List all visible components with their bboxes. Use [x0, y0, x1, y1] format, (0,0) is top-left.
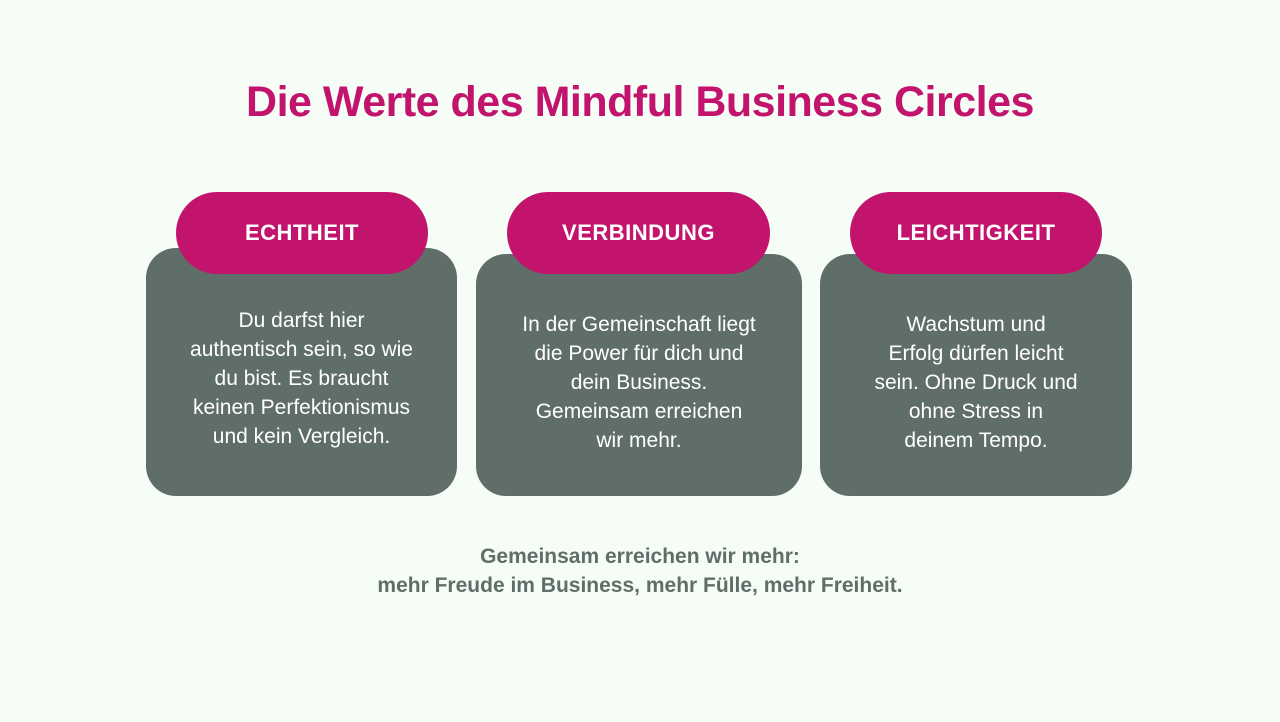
value-label-verbindung: VERBINDUNG: [507, 192, 770, 274]
page-title: Die Werte des Mindful Business Circles: [246, 78, 1034, 126]
value-description: Wachstum und Erfolg dürfen leicht sein. …: [874, 313, 1078, 452]
footer-tagline: Gemeinsam erreichen wir mehr: mehr Freud…: [0, 542, 1280, 600]
value-card-verbindung: In der Gemeinschaft liegt die Power für …: [476, 254, 802, 496]
value-label-echtheit: ECHTHEIT: [176, 192, 428, 274]
footer-line-1: Gemeinsam erreichen wir mehr:: [480, 545, 800, 568]
value-description: Du darfst hier authentisch sein, so wie …: [190, 309, 413, 448]
value-card-echtheit: Du darfst hier authentisch sein, so wie …: [146, 248, 457, 496]
value-label-leichtigkeit: LEICHTIGKEIT: [850, 192, 1102, 274]
value-description: In der Gemeinschaft liegt die Power für …: [522, 313, 756, 452]
value-card-leichtigkeit: Wachstum und Erfolg dürfen leicht sein. …: [820, 254, 1132, 496]
footer-line-2: mehr Freude im Business, mehr Fülle, meh…: [377, 574, 903, 597]
